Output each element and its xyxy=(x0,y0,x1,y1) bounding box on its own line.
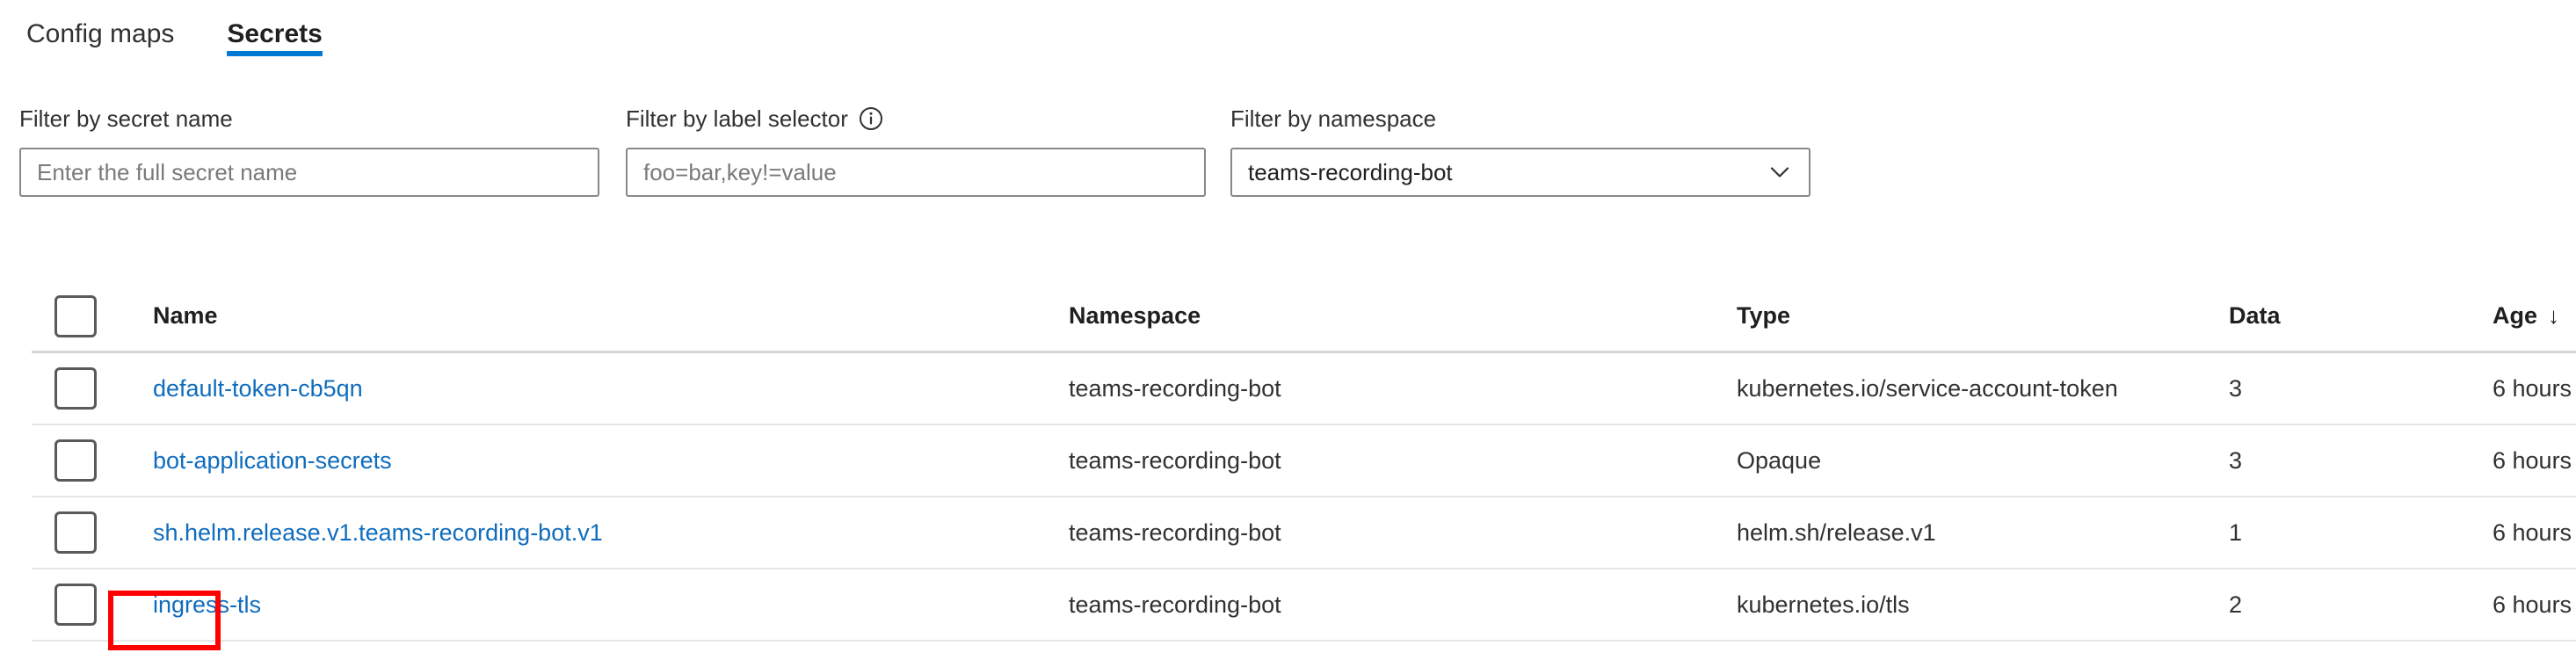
row-checkbox[interactable] xyxy=(54,511,97,554)
column-header-age-label: Age xyxy=(2493,302,2538,329)
namespace-select-value: teams-recording-bot xyxy=(1248,158,1453,185)
table-row[interactable]: sh.helm.release.v1.teams-recording-bot.v… xyxy=(32,497,2576,569)
cell-name: default-token-cb5qn xyxy=(153,353,575,424)
secret-name-input-wrapper[interactable] xyxy=(19,148,599,197)
column-header-namespace[interactable]: Namespace xyxy=(1069,281,1359,351)
column-header-data[interactable]: Data xyxy=(2229,281,2334,351)
secret-name-link[interactable]: ingress-tls xyxy=(153,591,262,618)
cell-namespace: teams-recording-bot xyxy=(1069,374,1281,402)
cell-namespace: teams-recording-bot xyxy=(1069,519,1281,546)
filter-bar: Filter by secret name Filter by label se… xyxy=(0,104,2576,218)
cell-data: 3 xyxy=(2229,446,2243,474)
filter-namespace-group: Filter by namespace teams-recording-bot xyxy=(1230,104,1810,197)
cell-age: 6 hours xyxy=(2493,446,2572,474)
row-select-cell xyxy=(32,569,137,640)
secret-name-input[interactable] xyxy=(37,158,582,186)
cell-data: 2 xyxy=(2229,591,2243,618)
tabstrip: Config maps Secrets xyxy=(0,0,2576,69)
column-header-age[interactable]: Age ↓ xyxy=(2493,281,2576,351)
column-header-name-label: Name xyxy=(153,302,218,329)
sort-descending-icon: ↓ xyxy=(2548,302,2560,329)
filter-secret-name-group: Filter by secret name xyxy=(19,104,599,197)
filter-label-selector-group: Filter by label selector xyxy=(626,104,1206,197)
cell-type: kubernetes.io/service-account-token xyxy=(1737,374,2118,402)
cell-age: 6 hours xyxy=(2493,591,2572,618)
cell-data: 1 xyxy=(2229,519,2243,546)
label-selector-input-wrapper[interactable] xyxy=(626,148,1206,197)
row-select-cell xyxy=(32,425,137,496)
column-header-type-label: Type xyxy=(1737,302,1791,329)
namespace-select[interactable]: teams-recording-bot xyxy=(1230,148,1810,197)
cell-name: ingress-tls xyxy=(153,569,575,640)
cell-age: 6 hours xyxy=(2493,519,2572,546)
cell-namespace: teams-recording-bot xyxy=(1069,446,1281,474)
cell-data: 3 xyxy=(2229,374,2243,402)
column-header-namespace-label: Namespace xyxy=(1069,302,1201,329)
filter-namespace-label: Filter by namespace xyxy=(1230,105,1437,132)
table-row[interactable]: bot-application-secrets teams-recording-… xyxy=(32,425,2576,497)
table-header-row: Name Namespace Type Data Age ↓ xyxy=(32,281,2576,353)
cell-type: helm.sh/release.v1 xyxy=(1737,519,1936,546)
column-header-name[interactable]: Name xyxy=(153,281,575,351)
column-header-type[interactable]: Type xyxy=(1737,281,2229,351)
label-selector-input[interactable] xyxy=(643,158,1188,186)
cell-type: kubernetes.io/tls xyxy=(1737,591,1910,618)
tab-secrets-label: Secrets xyxy=(227,19,323,48)
table-row[interactable]: default-token-cb5qn teams-recording-bot … xyxy=(32,353,2576,425)
cell-name: sh.helm.release.v1.teams-recording-bot.v… xyxy=(153,497,603,568)
secret-name-link[interactable]: sh.helm.release.v1.teams-recording-bot.v… xyxy=(153,519,603,546)
filter-label-selector-label: Filter by label selector xyxy=(626,104,1206,134)
cell-age: 6 hours xyxy=(2493,374,2572,402)
secret-name-link[interactable]: default-token-cb5qn xyxy=(153,374,363,402)
row-checkbox[interactable] xyxy=(54,584,97,626)
row-checkbox[interactable] xyxy=(54,439,97,482)
secret-name-link[interactable]: bot-application-secrets xyxy=(153,446,392,474)
row-checkbox[interactable] xyxy=(54,367,97,410)
tab-config-maps[interactable]: Config maps xyxy=(0,0,200,69)
cell-name: bot-application-secrets xyxy=(153,425,575,496)
filter-label-selector-text: Filter by label selector xyxy=(626,105,848,132)
cell-namespace: teams-recording-bot xyxy=(1069,591,1281,618)
tab-config-maps-label: Config maps xyxy=(26,19,175,48)
secrets-table: Name Namespace Type Data Age ↓ default-t… xyxy=(32,281,2576,642)
cell-type: Opaque xyxy=(1737,446,1822,474)
info-circle-icon[interactable] xyxy=(859,106,883,131)
chevron-down-icon xyxy=(1767,159,1793,185)
row-select-cell xyxy=(32,353,137,424)
filter-secret-name-label: Filter by secret name xyxy=(19,105,233,132)
column-header-data-label: Data xyxy=(2229,302,2281,329)
tab-secrets[interactable]: Secrets xyxy=(200,0,348,69)
table-row[interactable]: ingress-tls teams-recording-bot kubernet… xyxy=(32,569,2576,642)
select-all-checkbox[interactable] xyxy=(54,294,97,337)
row-select-cell xyxy=(32,497,137,568)
select-all-cell xyxy=(32,281,137,351)
